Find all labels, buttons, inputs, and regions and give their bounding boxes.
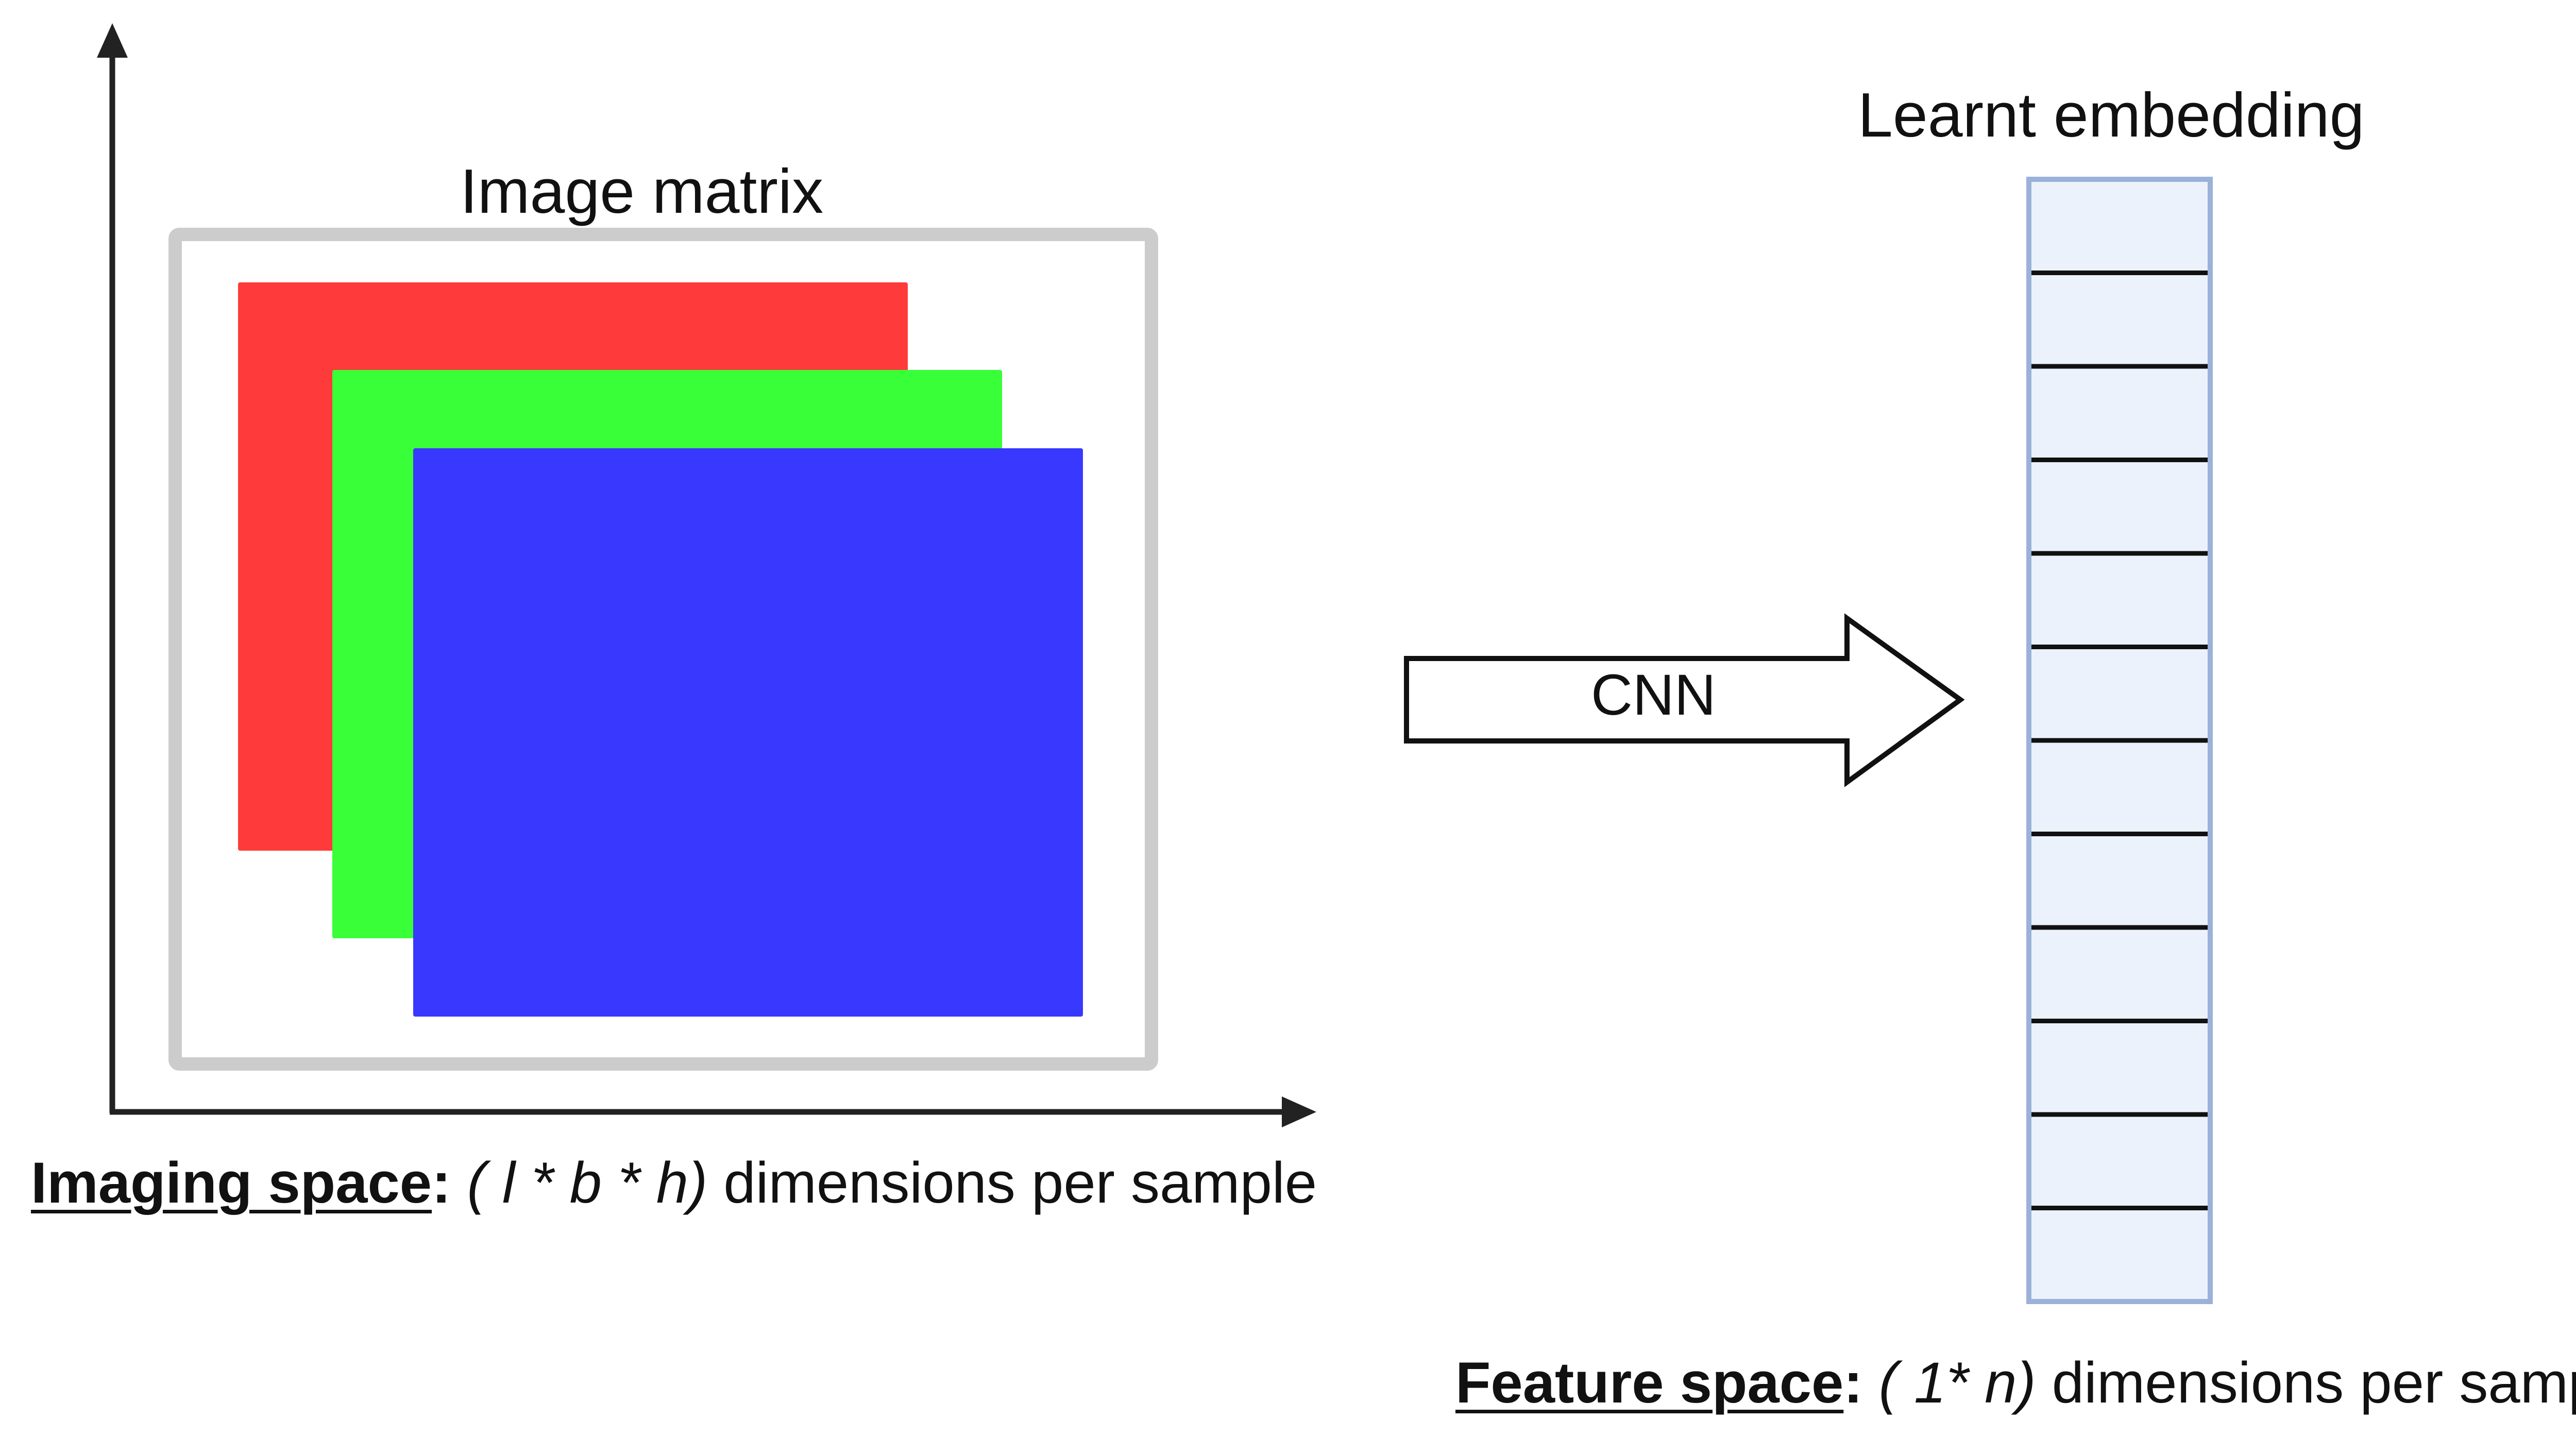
axes (97, 23, 1316, 1127)
feature-space-formula: ( 1* n) (1862, 1350, 2036, 1415)
feature-space-caption: Feature space: ( 1* n) dimensions per sa… (1455, 1354, 2576, 1412)
imaging-space-formula: ( l * b * h) (451, 1151, 708, 1215)
image-matrix-frame (168, 228, 1158, 1071)
embedding-title: Learnt embedding (1858, 80, 2365, 150)
cnn-arrow (1404, 613, 1965, 787)
imaging-space-colon: : (432, 1151, 451, 1215)
learnt-embedding-vector (2026, 177, 2213, 1304)
cnn-label: CNN (1591, 663, 1716, 727)
feature-space-rest: dimensions per sample (2052, 1350, 2576, 1415)
imaging-space-caption: Imaging space: ( l * b * h) dimensions p… (31, 1154, 1317, 1212)
imaging-space-key: Imaging space (31, 1151, 432, 1215)
y-axis-arrowhead (97, 23, 128, 58)
feature-space-colon: : (1843, 1350, 1863, 1415)
feature-space-key: Feature space (1455, 1350, 1844, 1415)
image-matrix-title: Image matrix (460, 156, 824, 226)
blue-channel-layer (413, 448, 1083, 1017)
imaging-space-rest: dimensions per sample (707, 1151, 1317, 1215)
x-axis-arrowhead (1282, 1096, 1316, 1127)
